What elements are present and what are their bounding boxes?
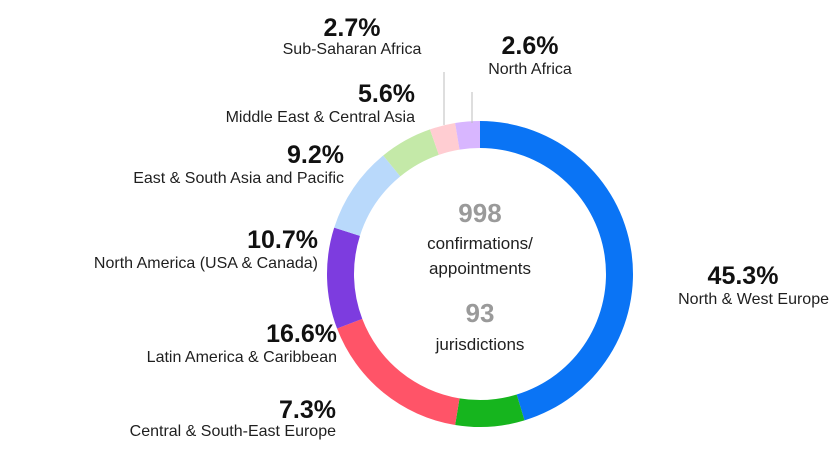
slice-value-latin-america-and-caribbean: 16.6% xyxy=(266,320,337,348)
center-stat-value: 93 xyxy=(466,298,495,328)
center-stat-label: appointments xyxy=(429,259,531,278)
slice-value-north-and-west-europe: 45.3% xyxy=(708,262,779,290)
leader-lines xyxy=(443,72,473,125)
slice-label-central-and-south-east-europe: Central & South-East Europe xyxy=(130,423,336,440)
slice-label-north-america-usa-and-canada: North America (USA & Canada) xyxy=(94,255,318,272)
slice-central-and-south-east-europe xyxy=(455,394,525,427)
center-stat-value: 998 xyxy=(458,198,501,228)
slice-label-sub-saharan-africa: Sub-Saharan Africa xyxy=(283,41,422,58)
slice-value-middle-east-and-central-asia: 5.6% xyxy=(358,80,415,108)
slice-label-east-and-south-asia-and-pacific: East & South Asia and Pacific xyxy=(133,170,344,187)
slice-value-north-africa: 2.6% xyxy=(502,32,559,60)
slice-label-latin-america-and-caribbean: Latin America & Caribbean xyxy=(147,349,337,366)
slice-value-sub-saharan-africa: 2.7% xyxy=(324,14,381,42)
slice-label-middle-east-and-central-asia: Middle East & Central Asia xyxy=(226,109,416,126)
slice-latin-america-and-caribbean xyxy=(337,318,460,425)
slice-north-and-west-europe xyxy=(480,121,634,421)
slice-east-and-south-asia-and-pacific xyxy=(334,155,401,236)
slice-north-america-usa-and-canada xyxy=(326,227,363,329)
slice-value-north-america-usa-and-canada: 10.7% xyxy=(247,226,318,254)
center-stat-label: jurisdictions xyxy=(435,335,525,354)
center-stat-label: confirmations/ xyxy=(427,234,533,253)
slice-label-north-africa: North Africa xyxy=(488,61,572,78)
donut-center: 998 confirmations/appointments 93 jurisdict… xyxy=(427,198,533,354)
slice-label-north-and-west-europe: North & West Europe xyxy=(678,291,829,308)
slice-value-east-and-south-asia-and-pacific: 9.2% xyxy=(287,141,344,169)
slice-north-africa xyxy=(455,121,480,150)
slice-value-central-and-south-east-europe: 7.3% xyxy=(279,396,336,424)
slice-sub-saharan-africa xyxy=(429,123,460,155)
slice-labels: 45.3%North & West Europe 7.3%Central & So… xyxy=(94,14,829,440)
slice-middle-east-and-central-asia xyxy=(383,129,439,177)
donut-slices xyxy=(326,121,634,427)
